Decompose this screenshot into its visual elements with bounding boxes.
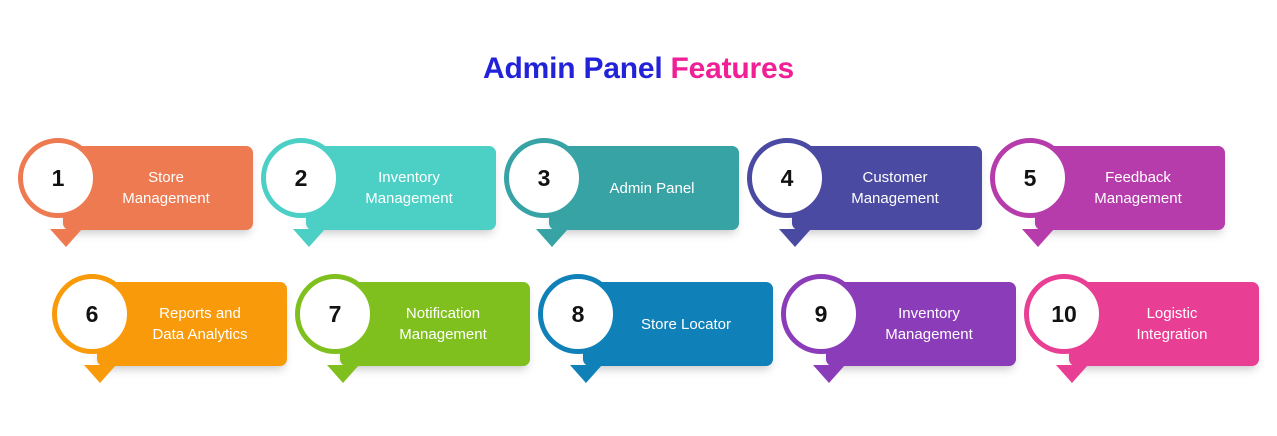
page-title-accent: Features (670, 52, 795, 85)
feature-label: Admin Panel (563, 178, 731, 199)
feature-label-line1: Feedback (1105, 169, 1171, 186)
step-number-label: 9 (814, 300, 828, 327)
step-number-badge: 1 (18, 138, 98, 218)
step-number-label: 7 (328, 300, 342, 327)
feature-label-line1: Customer (862, 169, 928, 186)
feature-label-line1: Store (148, 169, 184, 186)
feature-label: Store Locator (597, 314, 765, 335)
feature-label-line2: Management (399, 326, 487, 343)
step-number-badge: 7 (295, 274, 375, 354)
card-pointer-tail (84, 365, 116, 383)
step-number-label: 1 (51, 164, 65, 191)
feature-label-line2: Data Analytics (152, 326, 248, 343)
feature-label-line1: Notification (405, 305, 481, 322)
step-number-badge: 3 (504, 138, 584, 218)
step-number-badge: 5 (990, 138, 1070, 218)
step-number-badge: 10 (1024, 274, 1104, 354)
step-number-label: 5 (1023, 164, 1037, 191)
step-number-badge: 4 (747, 138, 827, 218)
feature-label-line2: Management (365, 190, 453, 207)
feature-label-line2: Management (885, 326, 973, 343)
card-pointer-tail (293, 229, 325, 247)
feature-label-line1: Inventory (898, 305, 960, 322)
step-number-label: 4 (780, 164, 794, 191)
step-number-label: 8 (571, 300, 585, 327)
step-number-label: 3 (537, 164, 551, 191)
card-pointer-tail (779, 229, 811, 247)
card-pointer-tail (570, 365, 602, 383)
card-pointer-tail (327, 365, 359, 383)
feature-label-line2: Management (851, 190, 939, 207)
card-pointer-tail (1022, 229, 1054, 247)
card-pointer-tail (50, 229, 82, 247)
feature-label-line1: Admin Panel (609, 179, 695, 197)
page-title-primary: Admin Panel (483, 52, 663, 85)
feature-label-line2: Integration (1136, 326, 1208, 343)
feature-label-line1: Logistic (1146, 305, 1198, 322)
step-number-label: 10 (1051, 300, 1077, 327)
card-pointer-tail (813, 365, 845, 383)
step-number-badge: 9 (781, 274, 861, 354)
feature-label-line1: Store Locator (640, 315, 732, 333)
step-number-badge: 8 (538, 274, 618, 354)
card-pointer-tail (536, 229, 568, 247)
feature-label-line1: Reports and (159, 305, 241, 322)
feature-label-line2: Management (122, 190, 210, 207)
step-number-label: 2 (294, 164, 308, 191)
step-number-badge: 6 (52, 274, 132, 354)
feature-label-line1: Inventory (378, 169, 440, 186)
card-pointer-tail (1056, 365, 1088, 383)
step-number-badge: 2 (261, 138, 341, 218)
feature-label-line2: Management (1094, 190, 1182, 207)
step-number-label: 6 (85, 300, 99, 327)
